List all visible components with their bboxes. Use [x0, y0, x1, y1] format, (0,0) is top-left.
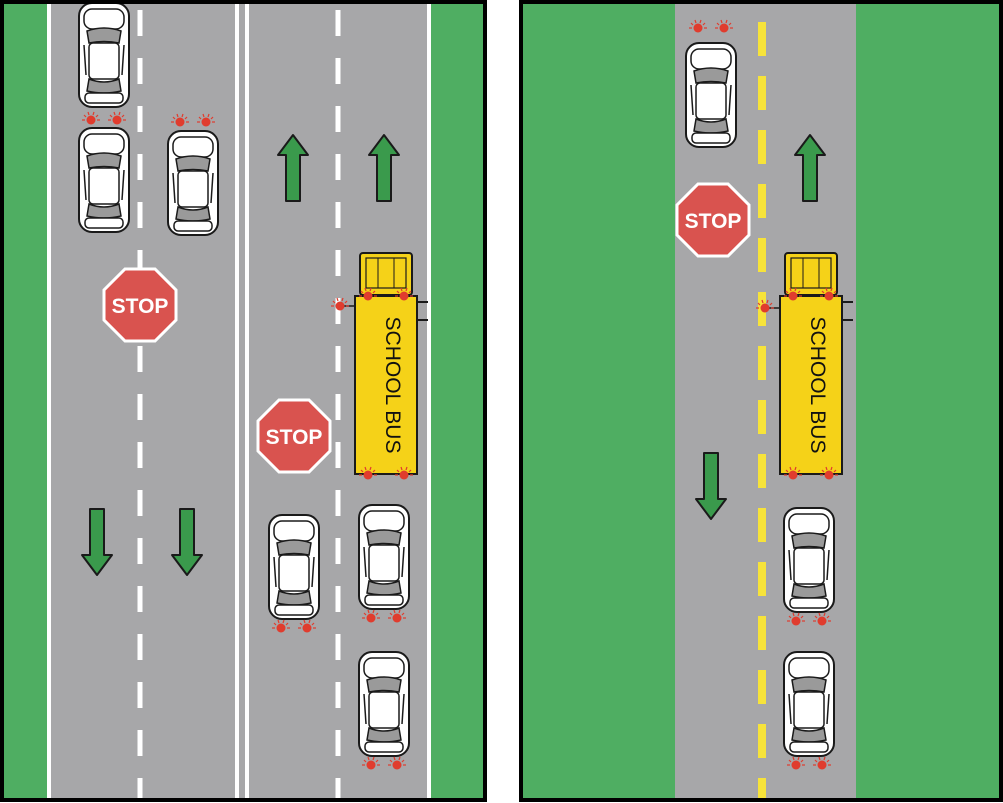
- stop-sign-label: STOP: [266, 426, 323, 449]
- stop-sign-label: STOP: [685, 210, 742, 233]
- car: [167, 130, 219, 236]
- car: [685, 42, 737, 148]
- stop-sign: STOP: [102, 267, 178, 343]
- car: [358, 504, 410, 610]
- school-bus-label: SCHOOL BUS: [381, 317, 404, 454]
- median-line-right: [245, 2, 249, 800]
- panel-border: [519, 0, 1003, 802]
- panel-border: [0, 0, 487, 802]
- car: [78, 2, 130, 108]
- car: [783, 507, 835, 613]
- road-edge-right: [427, 2, 431, 800]
- school-bus: SCHOOL BUS: [755, 252, 853, 481]
- car: [78, 127, 130, 233]
- car: [783, 651, 835, 757]
- stop-sign-label: STOP: [112, 295, 169, 318]
- stop-sign: STOP: [675, 182, 751, 258]
- stop-sign: STOP: [256, 398, 332, 474]
- school-bus-label: SCHOOL BUS: [806, 317, 829, 454]
- car: [358, 651, 410, 757]
- school-bus: SCHOOL BUS: [330, 252, 428, 481]
- median-line-left: [235, 2, 239, 800]
- panel-two-lane-road: STOP SCHOOL BUS: [519, 0, 1003, 802]
- road-edge-left: [47, 2, 51, 800]
- panel-divided-highway: STOP SCHOOL BUS STOP: [0, 0, 487, 802]
- car: [268, 514, 320, 620]
